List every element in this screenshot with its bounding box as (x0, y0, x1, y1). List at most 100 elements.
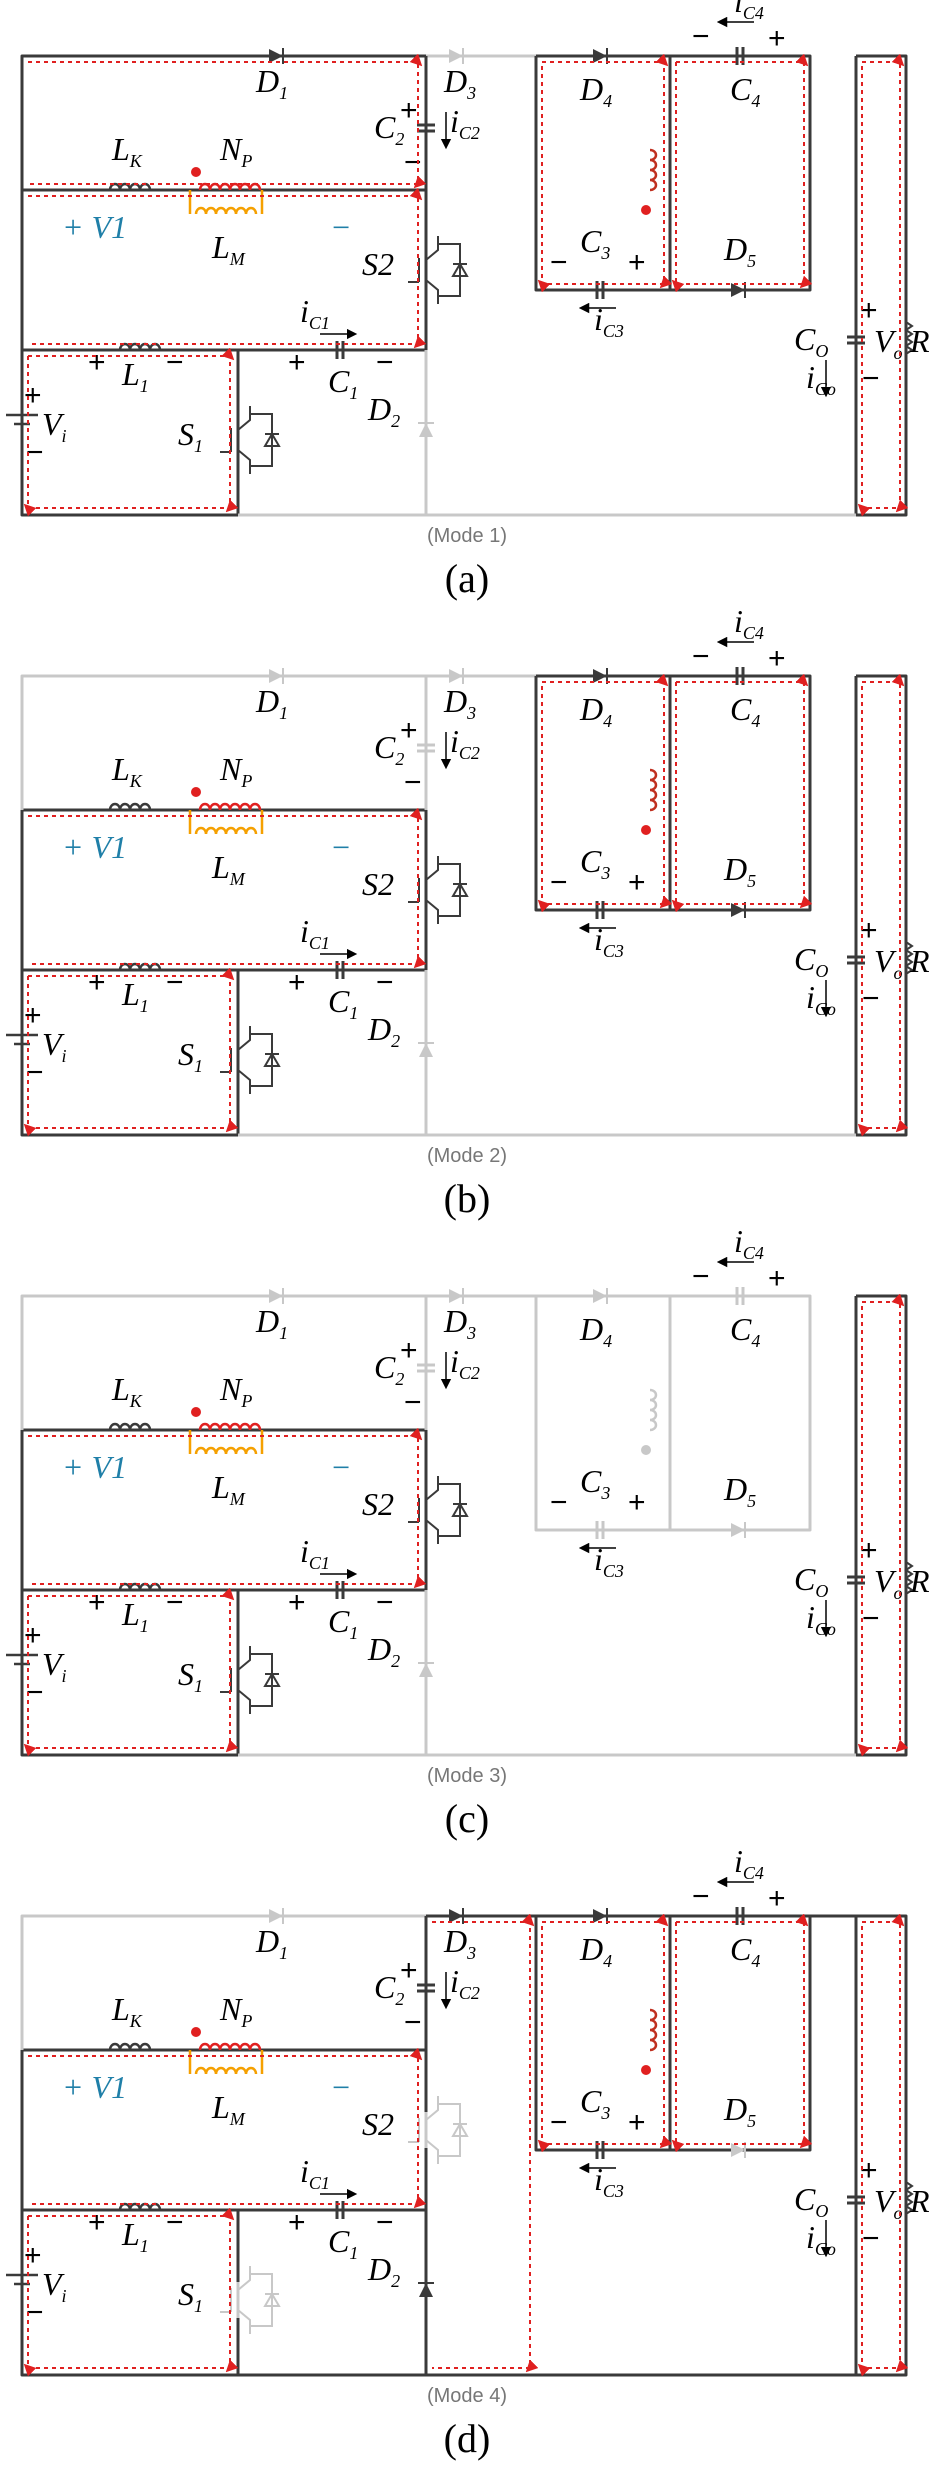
d1-diode-icon (269, 1288, 284, 1304)
l1-label: L1 (121, 976, 149, 1016)
s1-switch-icon (220, 1646, 281, 1714)
c1-label: C1 (328, 2223, 358, 2263)
lk-label: LK (111, 1991, 143, 2031)
current-path-v1 (28, 1427, 427, 1589)
c3-label: C3 (580, 1463, 610, 1503)
lm-label: LM (211, 1469, 246, 1509)
ns-dot-marker (641, 825, 651, 835)
output-loop-wire (854, 674, 908, 1137)
d2-diode-icon (418, 1662, 434, 1677)
ns-winding-icon (649, 768, 658, 812)
s1-switch-icon (220, 2266, 281, 2334)
c2-label: C2 (374, 1969, 404, 2009)
v1-label: + V1 (62, 2069, 127, 2105)
s1-switch-icon (220, 1026, 281, 1094)
ic1-label: iC1 (300, 2153, 330, 2193)
c4-plus-sign: + (768, 22, 786, 55)
l1-plus-sign: + (88, 1586, 106, 1619)
vi-plus-sign: + (24, 1619, 42, 1652)
np-label: NP (219, 1371, 252, 1411)
d1-label: D1 (255, 1923, 288, 1963)
lk-inductor-icon (108, 182, 152, 191)
mode-label: (Mode 2) (427, 1145, 507, 1167)
lm-inductor-icon (194, 1446, 258, 1455)
d5-diode-icon (731, 1522, 746, 1538)
s2-switch-icon (408, 1476, 469, 1544)
c4-label: C4 (730, 1311, 760, 1351)
mode-label: (Mode 1) (427, 525, 507, 547)
c3-minus-sign: − (550, 2106, 568, 2139)
lm-inductor-icon (194, 826, 258, 835)
lk-inductor-icon (108, 802, 152, 811)
ic1-label: iC1 (300, 1533, 330, 1573)
lm-branch-wire (188, 190, 264, 214)
ns-winding-icon (649, 1388, 658, 1432)
c4-label: C4 (730, 1931, 760, 1971)
c4-capacitor-icon (735, 1287, 745, 1305)
c1-minus-sign: − (376, 1586, 394, 1619)
ico-label: iCo (806, 979, 836, 1019)
c3-capacitor-icon (595, 1521, 605, 1539)
s1-switch-icon (220, 406, 281, 474)
current-path-input (23, 347, 239, 517)
co-minus-sign: − (862, 2222, 880, 2255)
c3-plus-sign: + (628, 2106, 646, 2139)
ic4-label: iC4 (734, 603, 764, 643)
current-path-c2 (28, 53, 427, 189)
current-path-output (857, 673, 909, 1137)
current-path-sec-left (537, 1913, 673, 2153)
ic2-label: iC2 (450, 103, 480, 143)
d4-label: D4 (579, 71, 612, 111)
s2-label: S2 (362, 1486, 394, 1522)
c4-minus-sign: − (692, 1880, 710, 1913)
lk-inductor-icon (108, 2042, 152, 2051)
l1-label: L1 (121, 356, 149, 396)
current-path-d3 (432, 1913, 539, 2373)
c2-plus-sign: + (400, 714, 418, 747)
d5-label: D5 (723, 231, 756, 271)
lk-label: LK (111, 751, 143, 791)
d3-diode-icon (449, 48, 464, 64)
c4-plus-sign: + (768, 642, 786, 675)
d2-diode-icon (418, 1042, 434, 1057)
c1-label: C1 (328, 983, 358, 1023)
d3-diode-icon (449, 1908, 464, 1924)
current-path-sec-right (671, 53, 813, 293)
c2-minus-sign: − (404, 766, 422, 799)
c3-minus-sign: − (550, 1486, 568, 1519)
vi-plus-sign: + (24, 379, 42, 412)
r-label: R (909, 323, 930, 359)
l1-plus-sign: + (88, 2206, 106, 2239)
ic4-label: iC4 (734, 0, 764, 23)
output-loop-wire (854, 1914, 908, 2377)
c1-plus-sign: + (288, 1586, 306, 1619)
vi-label: Vi (42, 2266, 67, 2306)
current-path-sec-left (537, 53, 673, 293)
current-path-input (23, 1587, 239, 1757)
lm-branch-wire (188, 1430, 264, 1454)
current-path-v1 (28, 807, 427, 969)
ic3-label: iC3 (594, 2161, 624, 2201)
c2-minus-sign: − (404, 2006, 422, 2039)
c1-plus-sign: + (288, 966, 306, 999)
lk-inductor-icon (108, 1422, 152, 1431)
l1-plus-sign: + (88, 966, 106, 999)
current-path-output (857, 1293, 909, 1757)
co-minus-sign: − (862, 982, 880, 1015)
np-dot-marker (191, 787, 201, 797)
s2-switch-icon (408, 2096, 469, 2164)
ic1-label: iC1 (300, 913, 330, 953)
c2-plus-sign: + (400, 94, 418, 127)
lk-label: LK (111, 131, 143, 171)
lm-label: LM (211, 229, 246, 269)
mode-label: (Mode 3) (427, 1765, 507, 1787)
c3-label: C3 (580, 843, 610, 883)
top-bus-wire (20, 1914, 426, 2050)
secondary-loop-wire (534, 1914, 812, 2152)
secondary-loop-wire (534, 1294, 812, 1532)
c3-label: C3 (580, 223, 610, 263)
vo-label: Vo (874, 2183, 903, 2223)
c2-label: C2 (374, 729, 404, 769)
c1-minus-sign: − (376, 966, 394, 999)
